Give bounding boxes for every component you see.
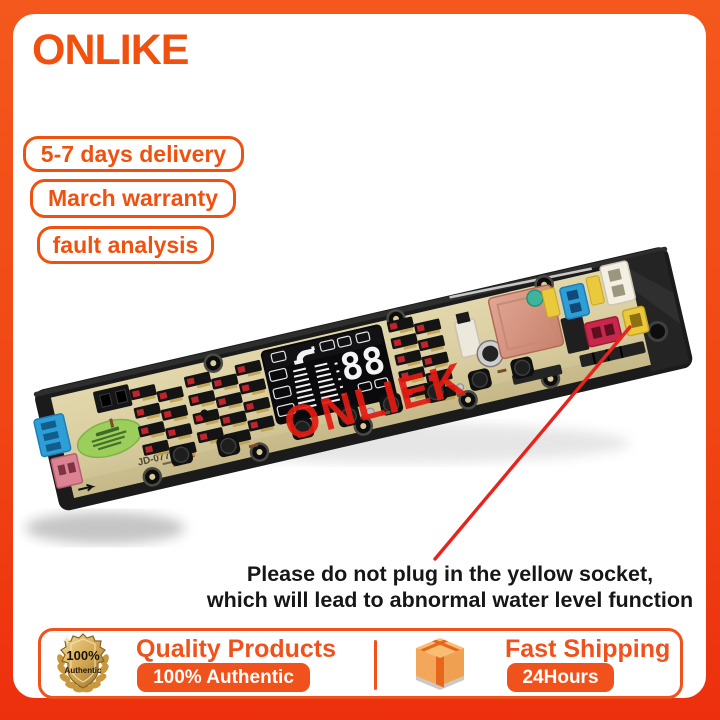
footer-banner: 100% Authentic Quality Products 100% Aut… [38, 628, 683, 699]
yellow-capacitor-b [585, 275, 605, 306]
circuit-board-photo: JD-0771 [10, 228, 710, 563]
seal-word: Authentic [65, 666, 102, 675]
badge-delivery: 5-7 days delivery [23, 136, 244, 172]
pink-connector [50, 453, 84, 489]
warning-line2: which will lead to abnormal water level … [206, 588, 694, 612]
display-label-boxes [268, 331, 389, 417]
package-box-icon [409, 632, 471, 694]
warning-caption: Please do not plug in the yellow socket,… [170, 561, 720, 613]
board-shadow [25, 512, 185, 544]
blue-connector [33, 413, 72, 458]
blue-socket [559, 282, 591, 320]
lcd-display: 88 [260, 324, 397, 425]
brand-logo: ONLIKE [32, 26, 189, 74]
laurel-wreath [57, 654, 109, 693]
authentic-pill: 100% Authentic [137, 663, 310, 692]
metal-rod [449, 267, 592, 299]
badge-warranty: March warranty [30, 179, 236, 218]
hours-pill: 24Hours [507, 663, 614, 692]
sparkle [62, 636, 72, 645]
gold-shield [60, 633, 106, 689]
faucet-icon [293, 346, 315, 365]
black-component [560, 314, 590, 354]
black-2pin-connector [93, 384, 133, 414]
inductor-bar [512, 341, 646, 385]
water-level-bars [292, 362, 345, 410]
shipping-title: Fast Shipping [505, 635, 671, 663]
yellow-capacitor-a [541, 287, 561, 318]
control-board: JD-0771 [33, 246, 693, 511]
box-ribbon [420, 639, 460, 688]
diodes [109, 368, 507, 449]
callout-arrow [433, 325, 632, 561]
model-sticker [76, 418, 143, 459]
banner-divider [374, 640, 377, 690]
white-socket [599, 260, 636, 306]
quality-seal-icon: 100% Authentic [53, 630, 113, 696]
display-digits: 88 [336, 338, 389, 390]
quality-title: Quality Products [136, 635, 337, 663]
badge-fault-analysis: fault analysis [37, 226, 214, 264]
warning-line1: Please do not plug in the yellow socket, [246, 562, 654, 586]
red-socket [583, 315, 623, 348]
seal-percent: 100% [66, 648, 100, 663]
box-base-shadow [416, 676, 464, 690]
pcb-arrow-print [78, 483, 96, 492]
